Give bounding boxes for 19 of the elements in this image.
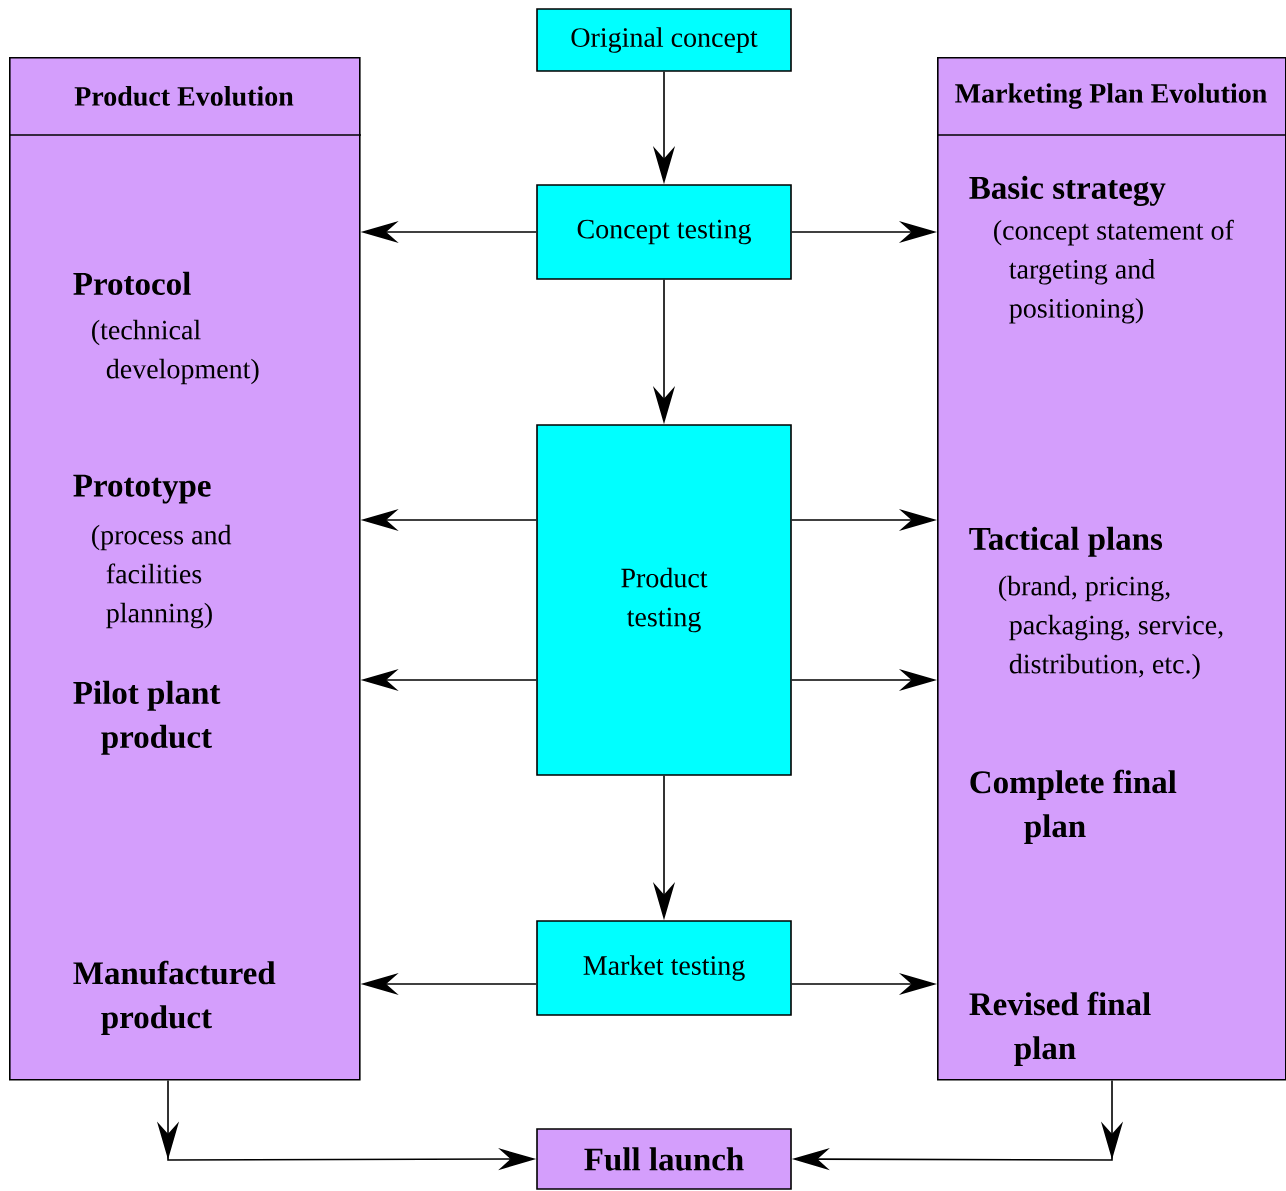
stage-heading: Protocol — [73, 271, 191, 296]
stage-description: (process and facilities planning) — [92, 524, 232, 629]
panel-heading: Marketing Plan Evolution — [955, 83, 1267, 109]
stage-heading: Basic strategy — [969, 175, 1166, 206]
stage-description: (concept statement of targeting and positioning) — [994, 219, 1234, 324]
process-box: Original concept — [536, 8, 792, 72]
process-box: Concept testing — [536, 184, 792, 280]
stage-heading: Pilot plant product — [73, 680, 221, 755]
process-box: Product testing — [536, 424, 792, 776]
stage-heading: Complete final plan — [970, 769, 1177, 845]
process-box: Market testing — [536, 920, 792, 1016]
stage-description: (brand, pricing, packaging, service, distribution, etc.) — [999, 575, 1223, 680]
panel-heading: Product Evolution — [74, 86, 294, 106]
stage-description: (technical development) — [92, 319, 259, 385]
stage-heading: Prototype — [73, 474, 211, 504]
stage-heading: Manufactured product — [73, 960, 276, 1036]
stage-heading: Tactical plans — [969, 526, 1163, 557]
stage-heading: Revised final plan — [969, 991, 1151, 1067]
process-box: Full launch — [536, 1128, 792, 1190]
